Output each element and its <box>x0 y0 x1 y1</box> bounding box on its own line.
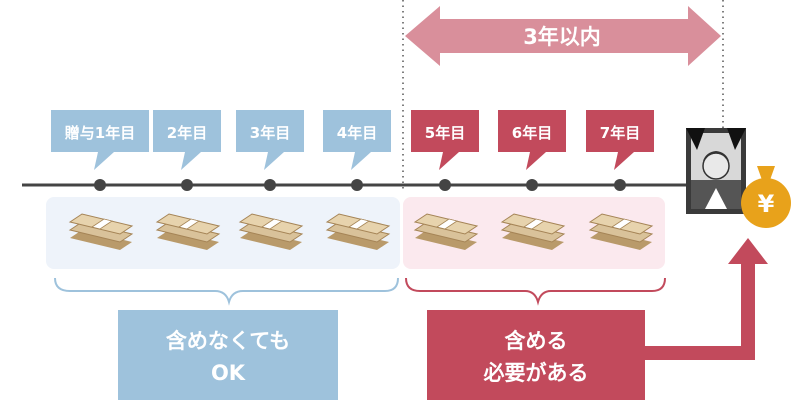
timeline-dot <box>181 179 193 191</box>
year-marker: 3年目 <box>236 110 304 250</box>
year-marker: 贈与1年目 <box>51 110 149 250</box>
year-label-bubble <box>586 110 654 170</box>
timeline-dot <box>351 179 363 191</box>
included-brace <box>405 277 666 306</box>
not-required-line1: 含めなくても <box>166 329 290 353</box>
year-label: 贈与1年目 <box>65 124 135 142</box>
money-bundle-icon <box>238 213 304 250</box>
year-label-bubble <box>411 110 479 170</box>
timeline-dot <box>264 179 276 191</box>
required-line2: 必要がある <box>484 361 589 385</box>
year-marker: 2年目 <box>153 110 221 250</box>
money-bundle-icon <box>325 213 391 250</box>
year-label-bubble <box>323 110 391 170</box>
inclusion-arrow <box>645 262 755 360</box>
timeline-dot <box>614 179 626 191</box>
year-label-bubble <box>51 110 149 170</box>
money-bundle-icon <box>155 213 221 250</box>
range-label: 3年以内 <box>523 25 601 49</box>
money-bundle-icon <box>413 213 479 250</box>
year-label-bubble <box>498 110 566 170</box>
year-label: 6年目 <box>512 124 552 142</box>
money-bundle-icon <box>68 213 134 250</box>
timeline-dot <box>526 179 538 191</box>
year-marker: 6年目 <box>498 110 566 250</box>
year-label: 3年目 <box>250 124 290 142</box>
year-marker: 4年目 <box>323 110 391 250</box>
money-bundle-icon <box>500 213 566 250</box>
timeline-dot <box>439 179 451 191</box>
money-bag-icon: ¥ <box>741 166 791 228</box>
timeline-dot <box>94 179 106 191</box>
year-label-bubble <box>153 110 221 170</box>
year-label: 4年目 <box>337 124 377 142</box>
year-label-bubble <box>236 110 304 170</box>
required-box: 含める 必要がある <box>427 310 645 400</box>
year-marker: 5年目 <box>411 110 479 250</box>
inclusion-arrowhead <box>728 238 768 264</box>
money-bundle-icon <box>588 213 654 250</box>
not-required-box: 含めなくても OK <box>118 310 338 400</box>
yen-symbol: ¥ <box>758 190 775 218</box>
year-label: 5年目 <box>425 124 465 142</box>
not-required-line2: OK <box>211 361 246 385</box>
year-label: 2年目 <box>167 124 207 142</box>
range-arrow: 3年以内 <box>405 6 721 66</box>
portrait-icon <box>686 128 746 214</box>
year-markers: 贈与1年目 2年目 3年目 4年目 5年目 6年目 7年目 <box>51 110 654 250</box>
excluded-band <box>46 197 400 269</box>
year-label: 7年目 <box>600 124 640 142</box>
required-line1: 含める <box>505 329 568 353</box>
excluded-brace <box>54 277 399 306</box>
year-marker: 7年目 <box>586 110 654 250</box>
